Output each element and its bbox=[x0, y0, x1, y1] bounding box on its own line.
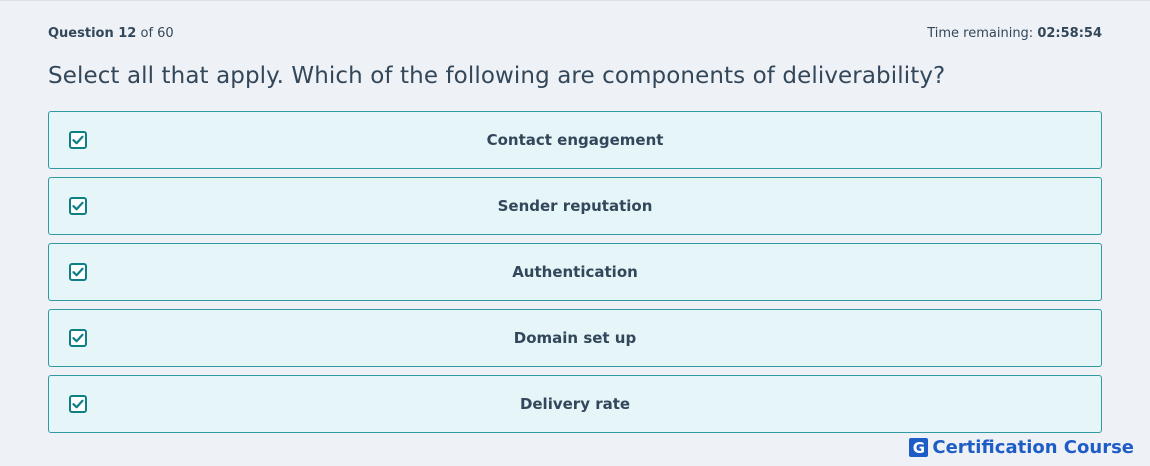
answer-option-label: Contact engagement bbox=[486, 131, 664, 149]
checkbox-checked-icon[interactable] bbox=[69, 329, 87, 347]
timer-label: Time remaining: bbox=[927, 25, 1034, 41]
brand-name: Certification Course bbox=[932, 437, 1134, 458]
answer-option-contact-engagement[interactable]: Contact engagement bbox=[48, 111, 1102, 169]
answer-option-authentication[interactable]: Authentication bbox=[48, 243, 1102, 301]
question-counter: Question 12 of 60 bbox=[48, 26, 174, 41]
watermark-logo: G Certification Course bbox=[909, 437, 1134, 458]
answer-option-sender-reputation[interactable]: Sender reputation bbox=[48, 177, 1102, 235]
checkbox-checked-icon[interactable] bbox=[69, 395, 87, 413]
answer-option-label: Authentication bbox=[512, 263, 638, 281]
timer: Time remaining: 02:58:54 bbox=[927, 26, 1102, 41]
answer-option-domain-set-up[interactable]: Domain set up bbox=[48, 309, 1102, 367]
question-total: of 60 bbox=[140, 25, 174, 41]
question-counter-prefix: Question 12 bbox=[48, 26, 136, 41]
checkbox-checked-icon[interactable] bbox=[69, 131, 87, 149]
question-number: 12 bbox=[118, 25, 137, 41]
answer-option-label: Delivery rate bbox=[519, 395, 631, 413]
brand-g-icon: G bbox=[909, 438, 929, 457]
answer-option-label: Sender reputation bbox=[497, 197, 653, 215]
answer-option-label: Domain set up bbox=[513, 329, 637, 347]
question-text: Select all that apply. Which of the foll… bbox=[48, 63, 946, 89]
question-label: Question bbox=[48, 25, 114, 41]
quiz-header: Question 12 of 60 Time remaining: 02:58:… bbox=[48, 24, 1102, 42]
timer-value: 02:58:54 bbox=[1037, 25, 1102, 41]
answer-option-delivery-rate[interactable]: Delivery rate bbox=[48, 375, 1102, 433]
checkbox-checked-icon[interactable] bbox=[69, 197, 87, 215]
checkbox-checked-icon[interactable] bbox=[69, 263, 87, 281]
answer-options: Contact engagement Sender reputation Aut… bbox=[48, 111, 1102, 441]
